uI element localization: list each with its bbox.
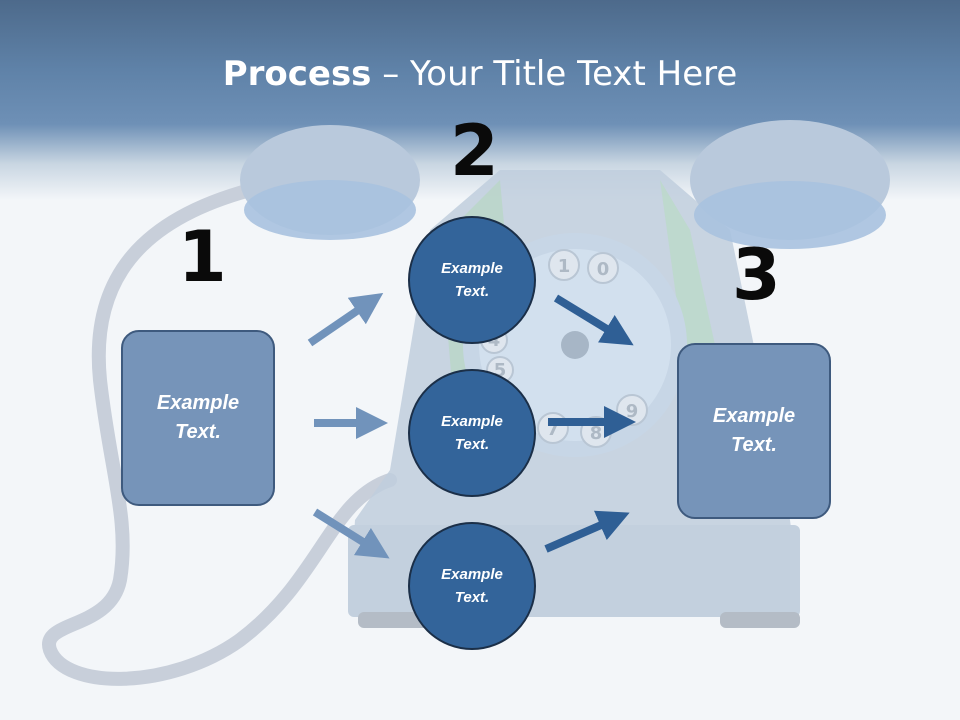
step-number-2: 2: [450, 110, 499, 192]
arrow-down-right: [312, 508, 390, 559]
step-2-circle-top: Example Text.: [408, 216, 536, 344]
title-rest: – Your Title Text Here: [371, 54, 738, 94]
circle-text: Example Text.: [441, 566, 503, 606]
step-2-circle-bottom: Example Text.: [408, 522, 536, 650]
step-1-text: Example Text.: [156, 392, 240, 443]
dial-digit: 8: [590, 423, 603, 444]
step-2-circle-middle: Example Text.: [408, 369, 536, 497]
arrow-up-right: [307, 292, 384, 347]
arrow-down-right-dark: [553, 294, 634, 346]
step-1-box: Example Text.: [121, 330, 275, 506]
title-bold: Process: [222, 54, 372, 94]
circle-text: Example Text.: [441, 413, 503, 453]
circle-text: Example Text.: [441, 260, 503, 300]
arrow-up-right-dark: [544, 510, 630, 553]
step-number-1: 1: [178, 216, 227, 298]
step-3-text: Example Text.: [712, 405, 796, 456]
slide-title: Process – Your Title Text Here: [0, 52, 960, 96]
step-3-box: Example Text.: [677, 343, 831, 519]
dial-digit: 1: [558, 256, 571, 277]
step-number-3: 3: [732, 234, 781, 316]
dial-digit: 0: [597, 259, 610, 280]
